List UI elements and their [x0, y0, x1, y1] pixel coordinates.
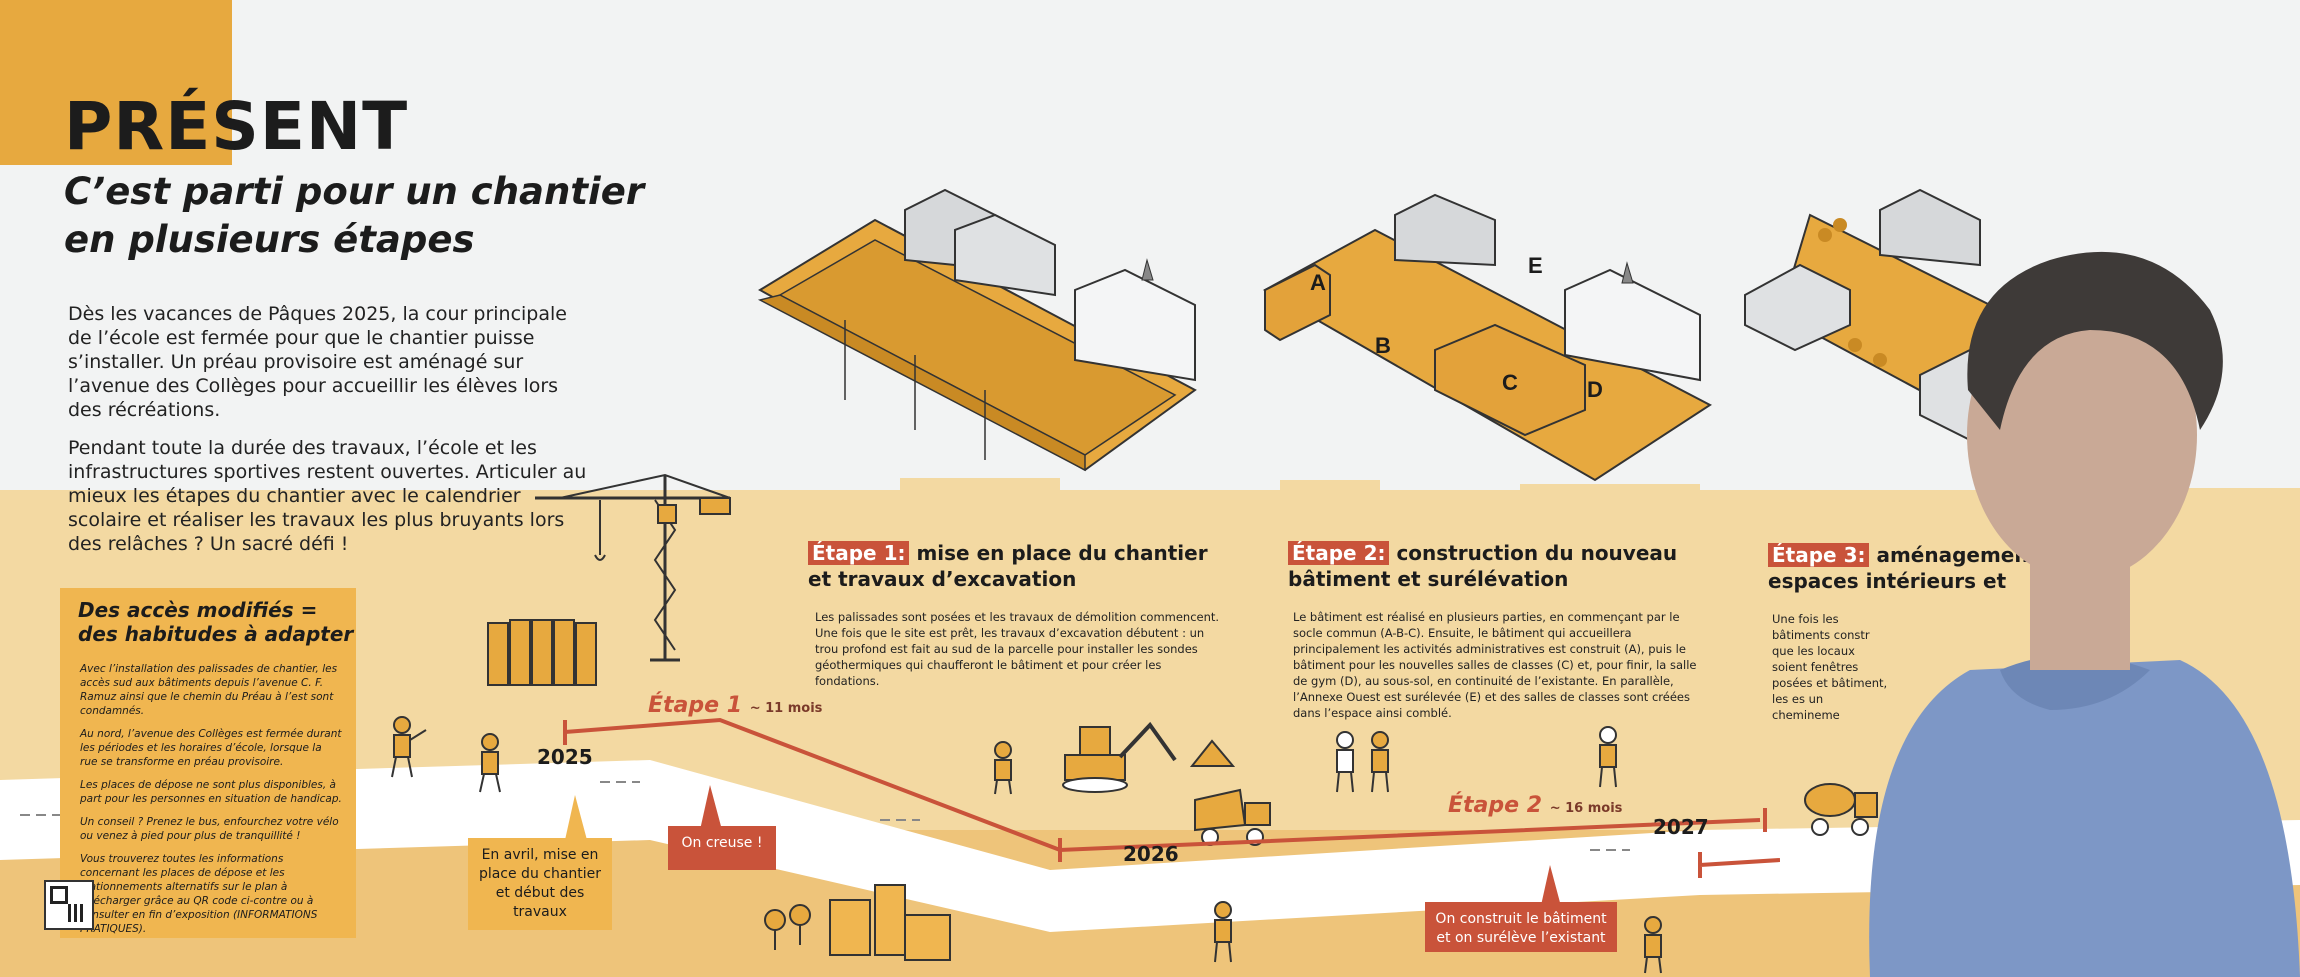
- building-sketch-stage-2: A B C D E: [1262, 193, 1712, 482]
- stage-1-title: Étape 1: mise en place du chantier et tr…: [808, 540, 1248, 592]
- stage-1-tag: Étape 1:: [808, 541, 910, 565]
- access-title-line-1: Des accès modifiés =: [78, 598, 318, 622]
- plan-label-e: E: [1528, 253, 1543, 278]
- subtitle-line-2: en plusieurs étapes: [64, 218, 475, 261]
- plan-label-a: A: [1310, 270, 1326, 295]
- year-2025: 2025: [537, 745, 593, 769]
- access-info-body: Avec l’installation des palissades de ch…: [80, 662, 342, 945]
- stage-3-title-line-2: espaces intérieurs et: [1768, 569, 2007, 593]
- workers-pair: [1336, 731, 1389, 793]
- palisade-icon: [487, 619, 597, 686]
- callout-creuse-pointer: [700, 785, 722, 830]
- callout-construit-pointer: [1540, 865, 1562, 910]
- stage-2-title-line-1: construction du nouveau: [1389, 541, 1678, 565]
- excavator-icon: [1062, 721, 1177, 793]
- stage-2-tag: Étape 2:: [1288, 541, 1390, 565]
- intro-paragraph-2: Pendant toute la durée des travaux, l’éc…: [68, 437, 587, 555]
- worker-figure-1: [391, 716, 427, 778]
- access-paragraph-2: Au nord, l’avenue des Collèges est fermé…: [80, 728, 342, 768]
- stage-2-title-line-2: bâtiment et surélévation: [1288, 567, 1569, 591]
- stage-2-title: Étape 2: construction du nouveau bâtimen…: [1288, 540, 1728, 592]
- callout-avril: En avril, mise en place du chantier et d…: [468, 838, 612, 930]
- plan-label-c: C: [1502, 370, 1518, 395]
- sand-pile-icon: [1190, 739, 1235, 767]
- page-subtitle: C’est parti pour un chantier en plusieur…: [64, 168, 644, 264]
- callout-construit: On construit le bâtiment et on surélève …: [1425, 902, 1617, 952]
- callout-creuse: On creuse !: [668, 826, 776, 870]
- worker-figure-4: [1599, 726, 1617, 788]
- crane-icon: [535, 473, 731, 662]
- stage-1-title-line-1: mise en place du chantier: [909, 541, 1208, 565]
- subtitle-line-1: C’est parti pour un chantier: [64, 170, 645, 213]
- corner-accent: [0, 0, 232, 165]
- year-2026: 2026: [1123, 842, 1179, 866]
- intro-paragraph-1: Dès les vacances de Pâques 2025, la cour…: [68, 303, 567, 421]
- timeline-etape-1-label: Étape 1: [648, 693, 743, 718]
- callout-avril-pointer: [565, 795, 587, 840]
- houses-trees-icon: [764, 884, 951, 961]
- timeline-etape-2: Étape 2 ~ 16 mois: [1448, 793, 1622, 818]
- timeline-etape-2-duration: ~ 16 mois: [1549, 801, 1623, 816]
- stage-1-title-line-2: et travaux d’excavation: [808, 567, 1077, 591]
- access-paragraph-5: Vous trouverez toutes les informations c…: [80, 853, 318, 935]
- foreground-person: [1869, 251, 2300, 977]
- page-title: PRÉSENT: [64, 88, 409, 165]
- plan-label-d: D: [1587, 377, 1603, 402]
- dump-truck-icon: [1194, 788, 1271, 846]
- access-paragraph-1: Avec l’installation des palissades de ch…: [80, 663, 338, 717]
- plan-label-b: B: [1375, 333, 1391, 358]
- building-sketch-stage-1: [757, 188, 1197, 472]
- skyline-silhouette: [0, 478, 2300, 530]
- qr-code[interactable]: [44, 880, 94, 930]
- access-info-title: Des accès modifiés = des habitudes à ada…: [78, 598, 353, 646]
- access-info-box: Des accès modifiés = des habitudes à ada…: [60, 588, 356, 938]
- worker-figure-2: [479, 733, 501, 793]
- mixer-truck-icon: [1804, 783, 1878, 836]
- access-paragraph-4: Un conseil ? Prenez le bus, enfourchez v…: [80, 816, 339, 842]
- access-title-line-2: des habitudes à adapter: [78, 622, 354, 646]
- intro-text: Dès les vacances de Pâques 2025, la cour…: [68, 302, 588, 570]
- timeline-etape-1-duration: ~ 11 mois: [749, 701, 823, 716]
- timeline-etape-2-label: Étape 2: [1448, 793, 1543, 818]
- stage-1-body: Les palissades sont posées et les travau…: [815, 610, 1220, 688]
- stage-2-body: Le bâtiment est réalisé en plusieurs par…: [1293, 610, 1697, 720]
- timeline-etape-1: Étape 1 ~ 11 mois: [648, 693, 822, 718]
- worker-figure-3: [994, 741, 1012, 795]
- year-2027: 2027: [1653, 815, 1709, 839]
- worker-figure-6: [1644, 916, 1662, 974]
- stage-3-body: Une fois les bâtiments constr que les lo…: [1772, 612, 1888, 722]
- stage-3-tag: Étape 3:: [1768, 543, 1870, 567]
- worker-figure-5: [1214, 901, 1232, 963]
- timeline-path: [563, 717, 1780, 878]
- access-paragraph-3: Les places de dépose ne sont plus dispon…: [80, 779, 342, 805]
